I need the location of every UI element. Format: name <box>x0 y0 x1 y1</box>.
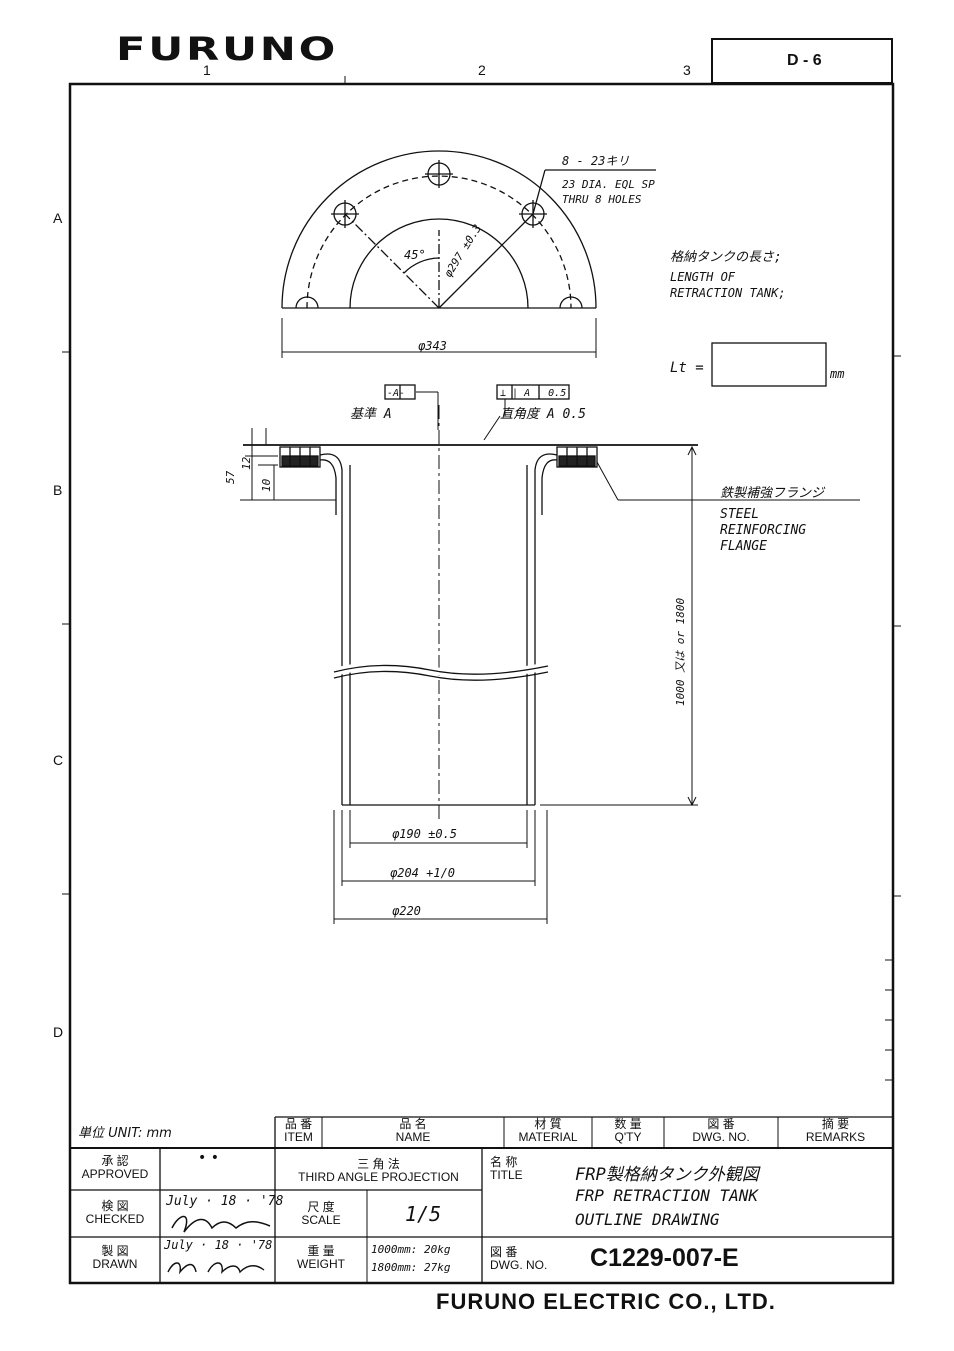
title-en-2: OUTLINE DRAWING <box>575 1210 720 1229</box>
flange-label-en-3: FLANGE <box>720 539 767 554</box>
drawn-date: July · 18 · '78 <box>164 1238 273 1252</box>
length-note-jp: 格納タンクの長さ; <box>670 250 782 265</box>
company-footer: FURUNO ELECTRIC CO., LTD. <box>436 1289 776 1314</box>
outer-dia-label: φ343 <box>418 339 447 353</box>
sheet-id: D - 6 <box>787 52 822 69</box>
title-block-lines <box>70 1116 893 1283</box>
perp-label: 直角度 A 0.5 <box>500 407 586 422</box>
length-note-en-1: LENGTH OF <box>670 270 736 284</box>
weight-1: 1000mm: 20kg <box>371 1243 451 1256</box>
datum-box-label: -A- <box>387 388 405 399</box>
title-en-1: FRP RETRACTION TANK <box>575 1186 759 1205</box>
length-dim-label: 1000 又は or 1800 <box>674 598 687 706</box>
checked-date: July · 18 · '78 <box>166 1194 284 1209</box>
flange-label-en-2: REINFORCING <box>720 523 806 538</box>
col-marker-1: 1 <box>203 62 211 78</box>
approved-marks: • • <box>198 1150 219 1166</box>
row-marker-a: A <box>53 210 63 226</box>
col-marker-3: 3 <box>683 62 691 78</box>
dia-inner-label: φ190 ±0.5 <box>392 827 457 841</box>
tank-side-view <box>240 384 860 924</box>
hole-callout-1: 23 DIA. EQL SP <box>562 178 655 191</box>
length-note-en-2: RETRACTION TANK; <box>670 286 786 300</box>
hole-callout-jp: 8 - 23キリ <box>562 154 629 168</box>
drawn-signature <box>167 1262 265 1275</box>
dim-10: 10 <box>260 478 273 492</box>
flange-label-jp: 鉄製補強フランジ <box>720 486 826 501</box>
lt-unit: mm <box>829 367 844 381</box>
dia-mid-label: φ204 +1/0 <box>390 866 455 880</box>
scale-value: 1/5 <box>405 1202 442 1226</box>
row-marker-c: C <box>53 752 64 768</box>
row-marker-b: B <box>53 482 63 498</box>
datum-label: 基準 A <box>350 407 392 422</box>
flange-label-en-1: STEEL <box>720 507 759 522</box>
lt-label: Lt = <box>670 360 704 376</box>
weight-2: 1800mm: 27kg <box>371 1261 451 1274</box>
unit-label: 単位 UNIT: mm <box>78 1126 172 1141</box>
pcd-label: φ297 ±0.3 <box>442 222 485 279</box>
furuno-logo: FURUNO <box>116 30 339 68</box>
flange-half-view <box>281 150 656 358</box>
perp-box-label: ⊥ | A | 0.5 <box>500 388 566 399</box>
title-jp: FRP製格納タンク外観図 <box>575 1165 759 1185</box>
dim-12: 12 <box>240 456 253 470</box>
dwg-number: C1229-007-E <box>590 1244 739 1272</box>
dim-57: 57 <box>224 470 237 484</box>
col-marker-2: 2 <box>478 62 486 78</box>
checked-signature <box>171 1215 271 1233</box>
dia-outer-label: φ220 <box>392 904 421 918</box>
row-marker-d: D <box>53 1024 64 1040</box>
angle-label: 45° <box>404 248 426 262</box>
hole-callout-2: THRU 8 HOLES <box>562 193 642 206</box>
